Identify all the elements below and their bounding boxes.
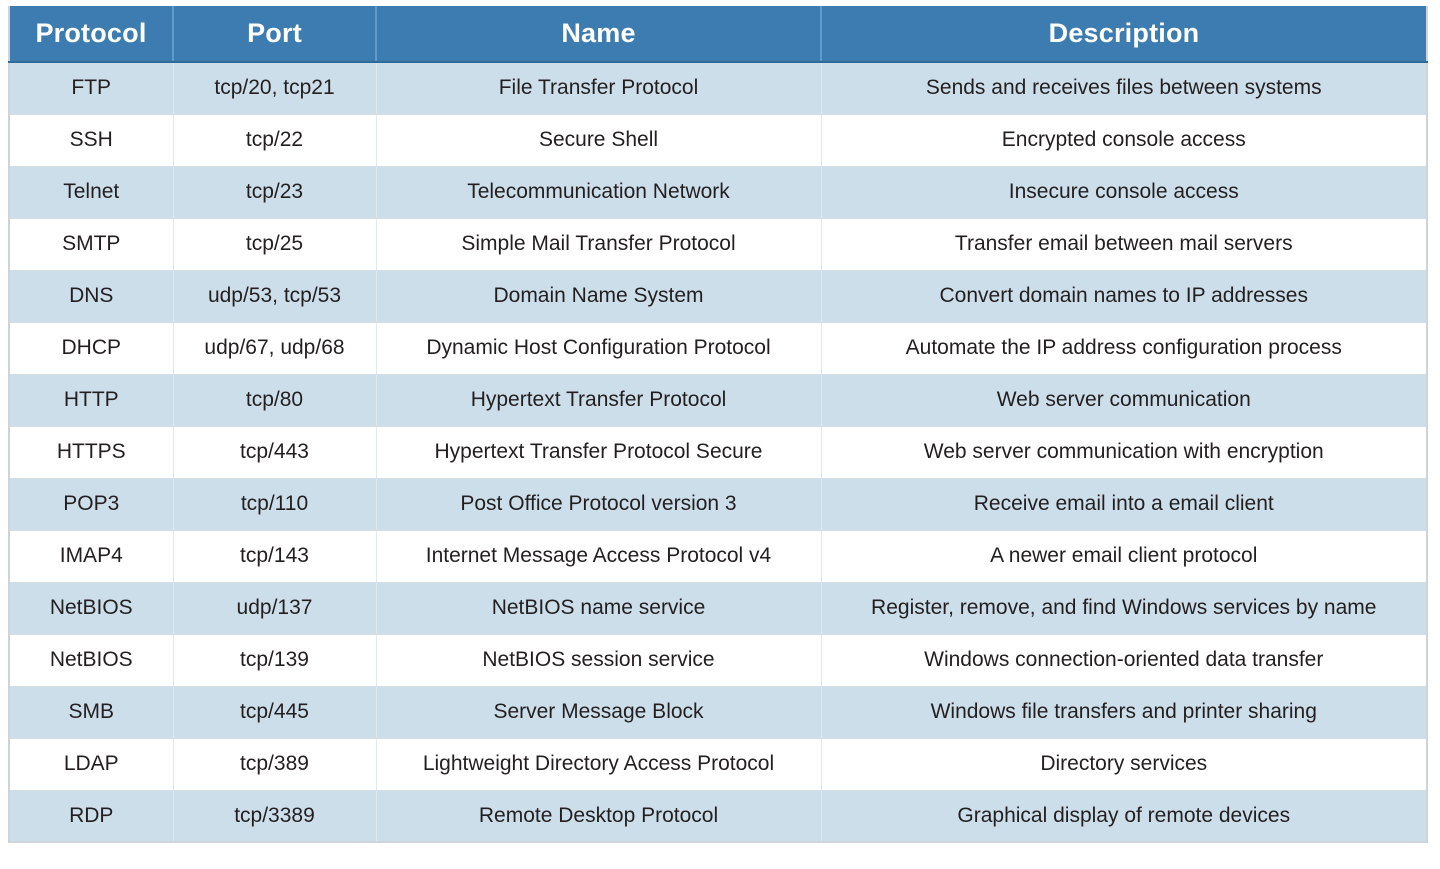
cell-name: Remote Desktop Protocol bbox=[376, 790, 822, 842]
cell-description: Register, remove, and find Windows servi… bbox=[821, 582, 1427, 635]
cell-port: tcp/25 bbox=[173, 218, 377, 271]
cell-name: Internet Message Access Protocol v4 bbox=[376, 530, 822, 583]
cell-description: Convert domain names to IP addresses bbox=[821, 270, 1427, 323]
cell-name: Hypertext Transfer Protocol Secure bbox=[376, 426, 822, 479]
cell-protocol: IMAP4 bbox=[9, 530, 174, 583]
cell-protocol: SMB bbox=[9, 686, 174, 739]
cell-description: Graphical display of remote devices bbox=[821, 790, 1427, 842]
cell-protocol: DHCP bbox=[9, 322, 174, 375]
cell-protocol: SSH bbox=[9, 114, 174, 167]
cell-description: Directory services bbox=[821, 738, 1427, 791]
cell-description: Windows file transfers and printer shari… bbox=[821, 686, 1427, 739]
cell-protocol: NetBIOS bbox=[9, 582, 174, 635]
cell-port: tcp/443 bbox=[173, 426, 377, 479]
cell-name: NetBIOS session service bbox=[376, 634, 822, 687]
cell-protocol: SMTP bbox=[9, 218, 174, 271]
column-header-protocol: Protocol bbox=[9, 6, 174, 63]
cell-protocol: DNS bbox=[9, 270, 174, 323]
column-header-description: Description bbox=[821, 6, 1427, 63]
cell-name: Simple Mail Transfer Protocol bbox=[376, 218, 822, 271]
cell-name: Domain Name System bbox=[376, 270, 822, 323]
cell-name: Telecommunication Network bbox=[376, 166, 822, 219]
cell-name: Secure Shell bbox=[376, 114, 822, 167]
cell-port: tcp/20, tcp21 bbox=[173, 62, 377, 115]
cell-description: Transfer email between mail servers bbox=[821, 218, 1427, 271]
cell-port: tcp/3389 bbox=[173, 790, 377, 842]
cell-protocol: FTP bbox=[9, 62, 174, 115]
cell-port: tcp/110 bbox=[173, 478, 377, 531]
cell-name: Post Office Protocol version 3 bbox=[376, 478, 822, 531]
cell-description: Windows connection-oriented data transfe… bbox=[821, 634, 1427, 687]
cell-protocol: LDAP bbox=[9, 738, 174, 791]
cell-description: Insecure console access bbox=[821, 166, 1427, 219]
cell-name: Hypertext Transfer Protocol bbox=[376, 374, 822, 427]
column-header-name: Name bbox=[376, 6, 822, 63]
cell-protocol: HTTP bbox=[9, 374, 174, 427]
cell-name: File Transfer Protocol bbox=[376, 62, 822, 115]
cell-port: udp/67, udp/68 bbox=[173, 322, 377, 375]
cell-description: Web server communication bbox=[821, 374, 1427, 427]
cell-protocol: POP3 bbox=[9, 478, 174, 531]
cell-port: tcp/389 bbox=[173, 738, 377, 791]
table-header: Protocol Port Name Description bbox=[9, 6, 1427, 63]
cell-protocol: RDP bbox=[9, 790, 174, 842]
cell-description: Encrypted console access bbox=[821, 114, 1427, 167]
cell-description: Web server communication with encryption bbox=[821, 426, 1427, 479]
cell-name: Dynamic Host Configuration Protocol bbox=[376, 322, 822, 375]
cell-port: tcp/23 bbox=[173, 166, 377, 219]
cell-port: tcp/445 bbox=[173, 686, 377, 739]
cell-description: Sends and receives files between systems bbox=[821, 62, 1427, 115]
cell-description: Automate the IP address configuration pr… bbox=[821, 322, 1427, 375]
cell-name: Server Message Block bbox=[376, 686, 822, 739]
cell-port: tcp/22 bbox=[173, 114, 377, 167]
column-header-port: Port bbox=[173, 6, 377, 63]
header-row: Protocol Port Name Description bbox=[9, 6, 1427, 63]
cell-name: NetBIOS name service bbox=[376, 582, 822, 635]
cell-protocol: HTTPS bbox=[9, 426, 174, 479]
cell-port: tcp/80 bbox=[173, 374, 377, 427]
cell-protocol: NetBIOS bbox=[9, 634, 174, 687]
cell-port: tcp/139 bbox=[173, 634, 377, 687]
cell-port: udp/53, tcp/53 bbox=[173, 270, 377, 323]
cell-description: A newer email client protocol bbox=[821, 530, 1427, 583]
cell-protocol: Telnet bbox=[9, 166, 174, 219]
cell-port: udp/137 bbox=[173, 582, 377, 635]
cell-name: Lightweight Directory Access Protocol bbox=[376, 738, 822, 791]
cell-description: Receive email into a email client bbox=[821, 478, 1427, 531]
cell-port: tcp/143 bbox=[173, 530, 377, 583]
